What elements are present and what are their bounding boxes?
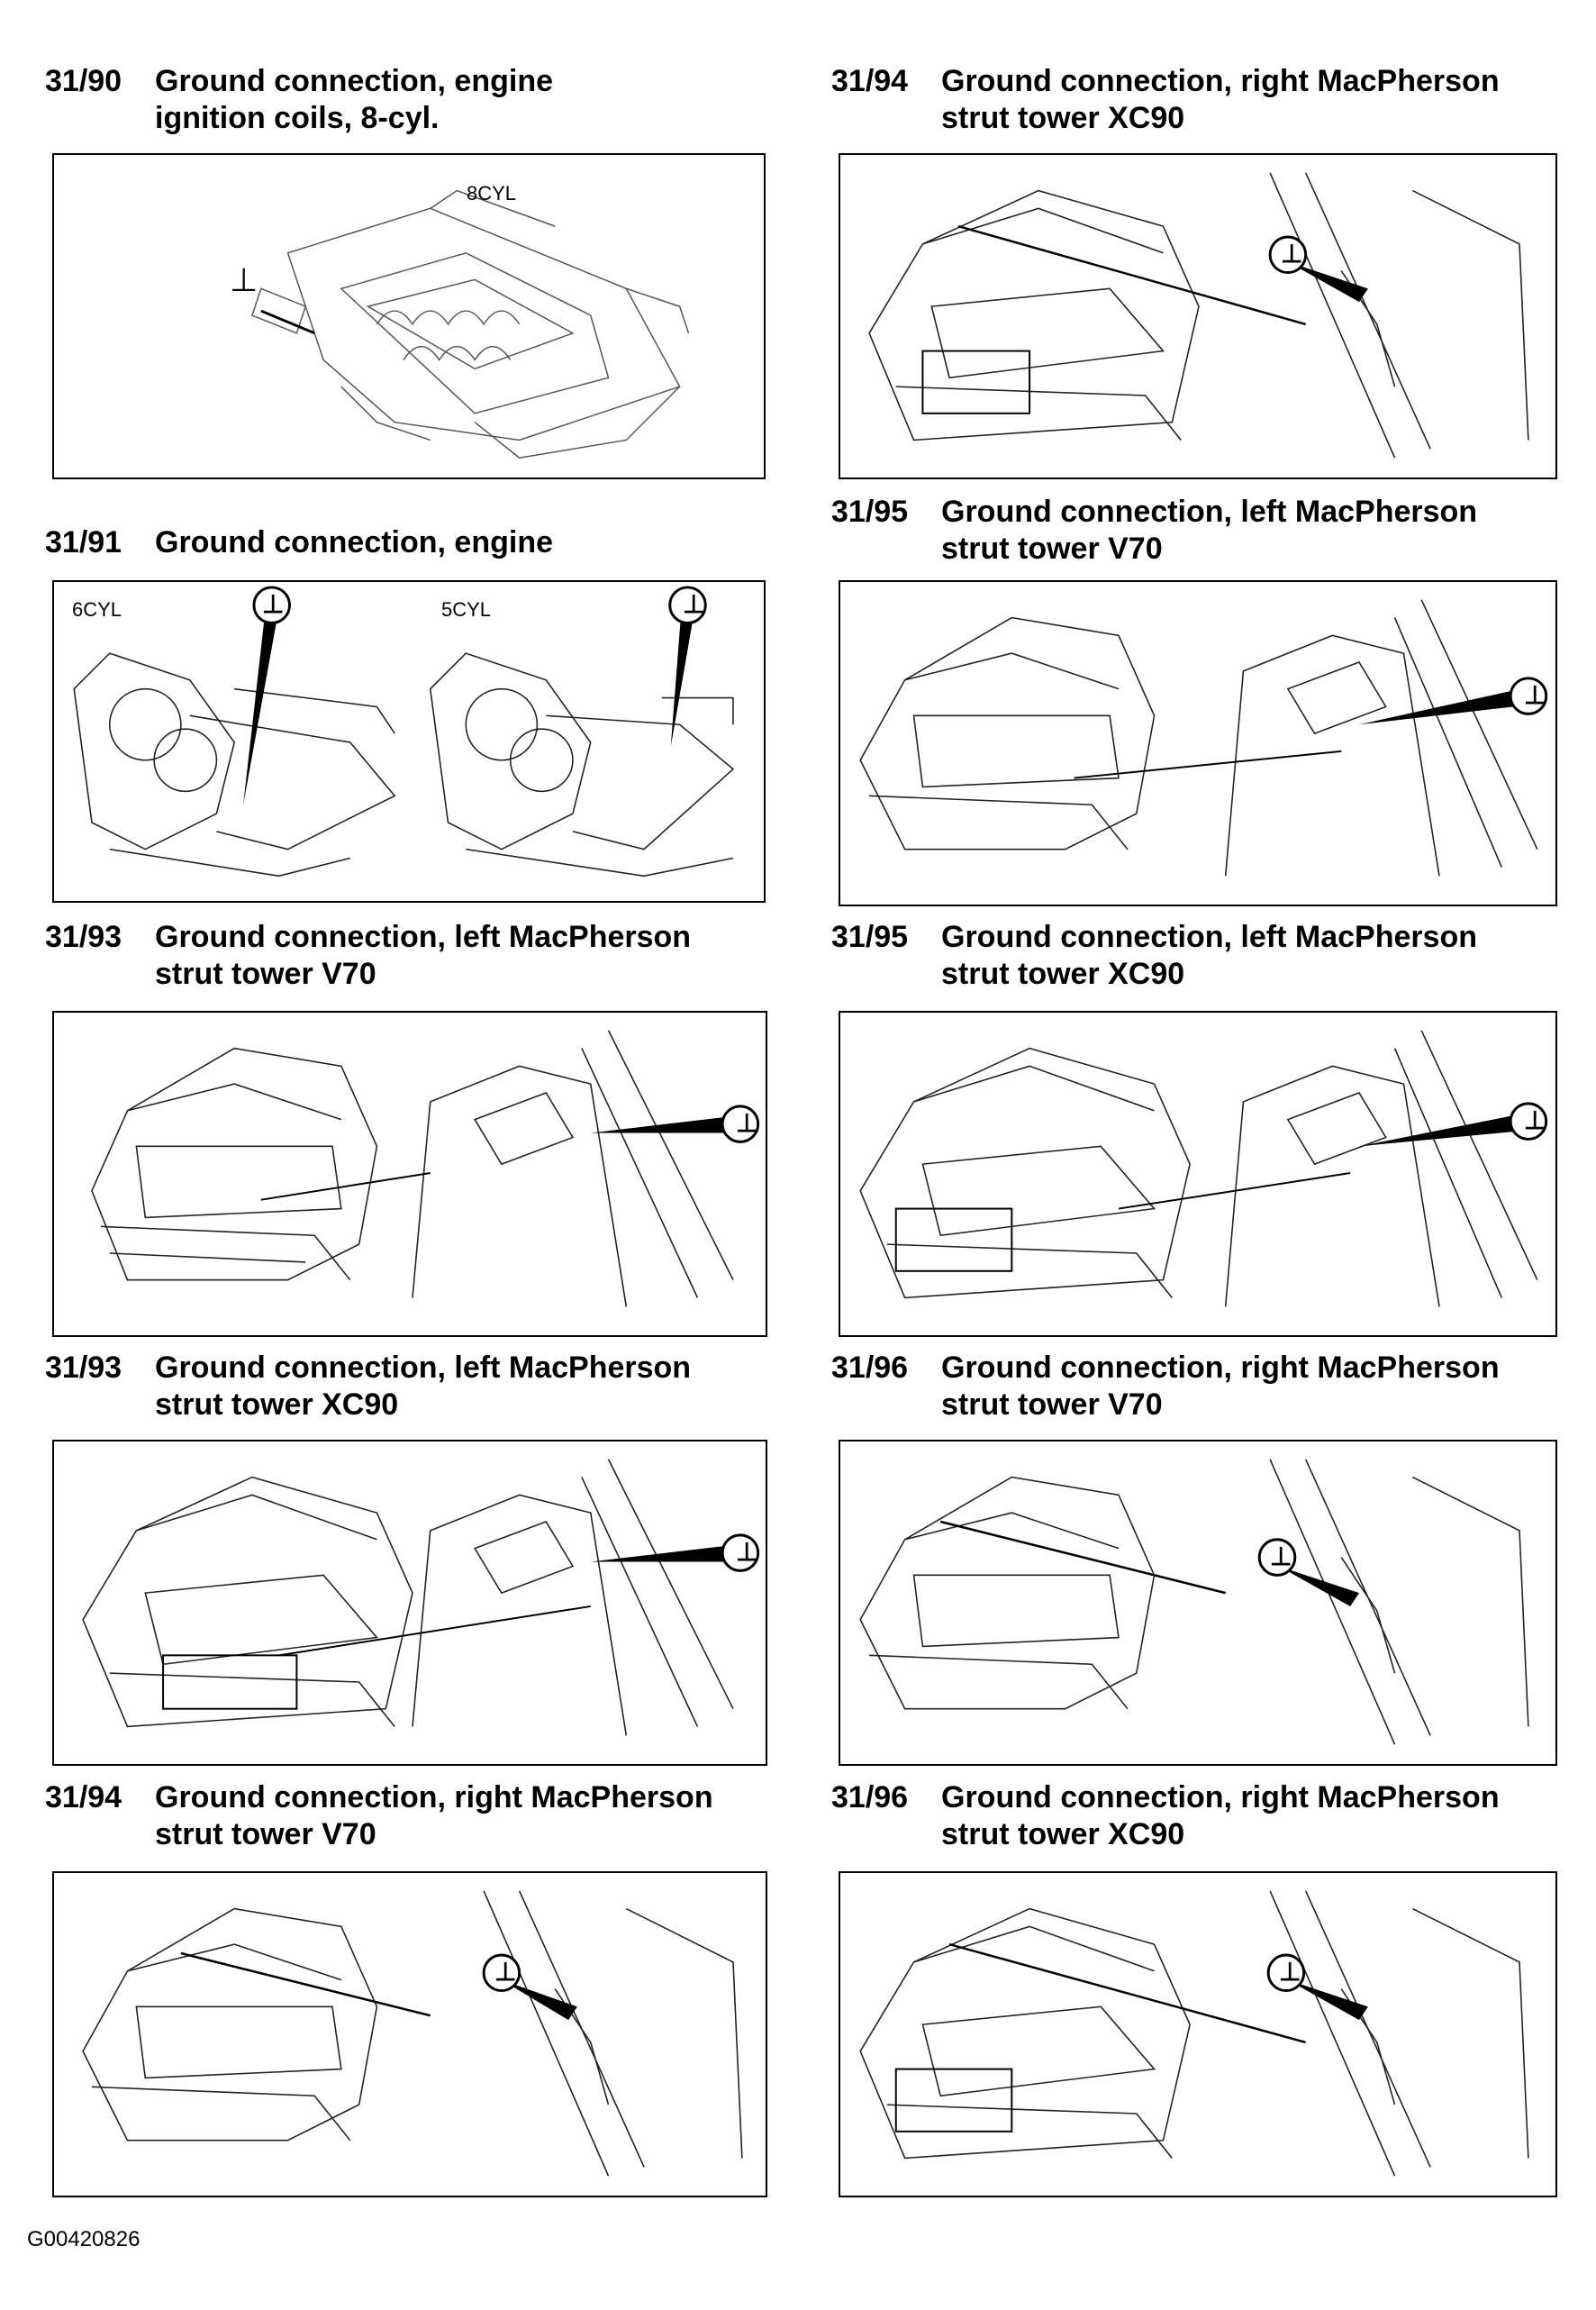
car-illustration-frame: ⊥ bbox=[839, 1871, 1557, 2197]
engine-illustration-frame: 6CYL 5CYL ⊥ ⊥ bbox=[52, 580, 766, 903]
diagram-title: Ground connection, right MacPherson stru… bbox=[941, 64, 1500, 135]
diagram-code: 31/94 bbox=[45, 1780, 122, 1814]
ground-symbol-icon: ⊥ bbox=[1279, 1958, 1301, 1986]
diagram-title: Ground connection, right MacPherson stru… bbox=[155, 1780, 713, 1851]
diagram-title: Ground connection, left MacPherson strut… bbox=[155, 920, 692, 991]
ground-symbol-icon: ⊥ bbox=[683, 590, 705, 618]
diagram-code: 31/93 bbox=[45, 920, 122, 954]
engine-6cyl-5cyl-illustration bbox=[73, 586, 735, 878]
diagram-title: Ground connection, right MacPherson stru… bbox=[941, 1351, 1500, 1422]
label-6cyl: 6CYL bbox=[72, 598, 122, 621]
diagram-code: 31/94 bbox=[831, 64, 909, 98]
diagram-code: 31/95 bbox=[831, 920, 909, 954]
xc90-right-strut-illustration bbox=[868, 172, 1529, 459]
ground-symbol-icon: ⊥ bbox=[736, 1109, 758, 1137]
v70-left-strut-illustration bbox=[859, 599, 1548, 877]
diagram-title: Ground connection, left MacPherson strut… bbox=[941, 920, 1478, 991]
diagram-31-93-xc90: 31/93 Ground connection, left MacPherson… bbox=[45, 1350, 784, 1773]
ground-symbol-icon: ⊥ bbox=[1281, 240, 1303, 268]
engine-8cyl-illustration bbox=[251, 189, 690, 459]
diagram-31-91: 31/91 Ground connection, engine bbox=[45, 524, 784, 912]
car-illustration-frame: ⊥ bbox=[52, 1440, 767, 1766]
ground-symbol-icon: ⊥ bbox=[230, 261, 258, 298]
ground-symbol-icon: ⊥ bbox=[262, 590, 285, 618]
diagram-code: 31/95 bbox=[831, 495, 909, 529]
diagram-31-95-xc90: 31/95 Ground connection, left MacPherson… bbox=[831, 919, 1570, 1342]
engine-illustration-frame: 8CYL ⊥ bbox=[52, 153, 766, 479]
car-illustration-frame: ⊥ bbox=[839, 580, 1557, 906]
car-illustration-frame: ⊥ bbox=[52, 1871, 767, 2197]
car-illustration-frame: ⊥ bbox=[52, 1011, 767, 1337]
v70-left-strut-illustration bbox=[91, 1030, 760, 1307]
diagram-31-96-v70: 31/96 Ground connection, right MacPherso… bbox=[831, 1350, 1570, 1773]
figure-code: G00420826 bbox=[27, 2227, 141, 2251]
ground-symbol-icon: ⊥ bbox=[1524, 681, 1546, 709]
diagram-code: 31/91 bbox=[45, 525, 122, 559]
diagram-code: 31/96 bbox=[831, 1780, 909, 1814]
car-illustration-frame: ⊥ bbox=[839, 1440, 1557, 1766]
diagram-31-96-xc90: 31/96 Ground connection, right MacPherso… bbox=[831, 1779, 1570, 2203]
diagram-title: Ground connection, engine ignition coils… bbox=[155, 64, 553, 135]
ground-symbol-icon: ⊥ bbox=[1524, 1106, 1546, 1134]
label-8cyl: 8CYL bbox=[467, 182, 517, 205]
xc90-right-strut-illustration bbox=[859, 1890, 1529, 2177]
diagram-title: Ground connection, engine bbox=[155, 525, 553, 559]
diagram-title: Ground connection, right MacPherson stru… bbox=[941, 1780, 1500, 1851]
diagram-31-94-v70: 31/94 Ground connection, right MacPherso… bbox=[45, 1779, 784, 2203]
xc90-left-strut-illustration bbox=[82, 1459, 760, 1736]
diagram-31-93-v70: 31/93 Ground connection, left MacPherson… bbox=[45, 919, 784, 1342]
ground-symbol-icon: ⊥ bbox=[736, 1538, 758, 1566]
car-illustration-frame: ⊥ bbox=[839, 153, 1557, 479]
diagram-code: 31/93 bbox=[45, 1351, 122, 1385]
diagram-title: Ground connection, left MacPherson strut… bbox=[941, 495, 1478, 566]
diagram-31-90: 31/90 Ground connection, engine ignition… bbox=[45, 63, 784, 487]
diagram-code: 31/90 bbox=[45, 64, 122, 98]
car-illustration-frame: ⊥ bbox=[839, 1011, 1557, 1337]
diagram-31-95-v70: 31/95 Ground connection, left MacPherson… bbox=[831, 494, 1570, 917]
diagram-31-94-xc90: 31/94 Ground connection, right MacPherso… bbox=[831, 63, 1570, 487]
v70-right-strut-illustration bbox=[82, 1890, 743, 2177]
ground-symbol-icon: ⊥ bbox=[1270, 1542, 1292, 1570]
xc90-left-strut-illustration bbox=[859, 1030, 1548, 1307]
v70-right-strut-illustration bbox=[859, 1459, 1529, 1745]
label-5cyl: 5CYL bbox=[441, 598, 492, 621]
diagram-code: 31/96 bbox=[831, 1351, 909, 1385]
ground-symbol-icon: ⊥ bbox=[494, 1958, 517, 1986]
diagram-title: Ground connection, left MacPherson strut… bbox=[155, 1351, 692, 1422]
